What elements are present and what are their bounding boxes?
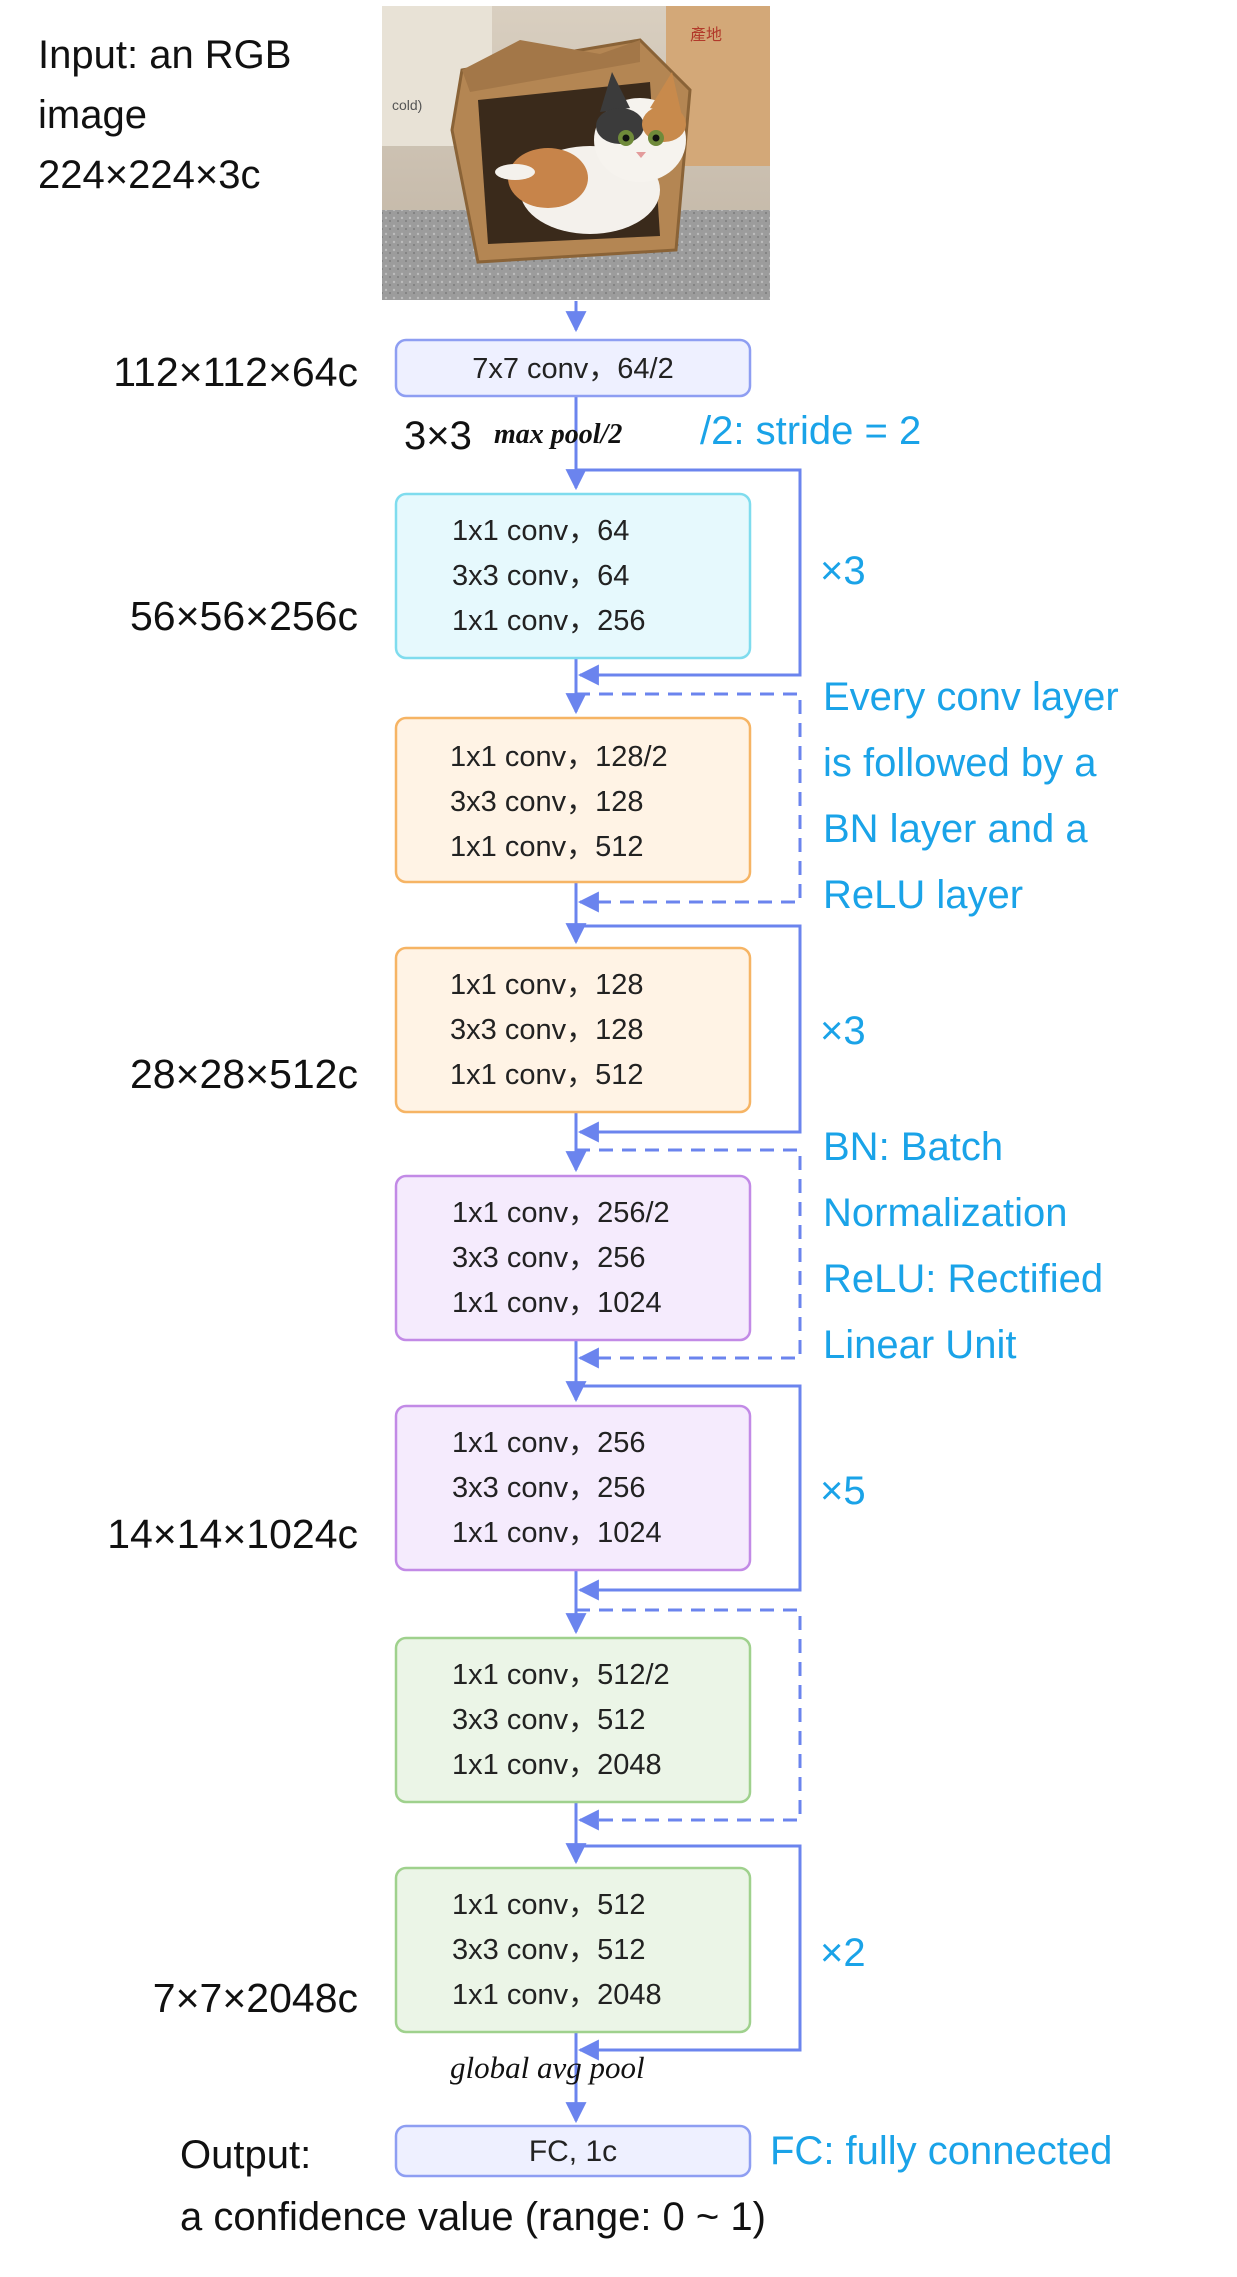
- block3a-layer3: 1x1 conv，1024: [452, 1287, 662, 1319]
- input-image: cold) 產地: [382, 6, 770, 300]
- abbr-note-line2: Normalization: [823, 1191, 1068, 1235]
- repeat-label-3: ×5: [820, 1469, 866, 1513]
- block3-box: [394, 1404, 752, 1572]
- block4-layer1: 1x1 conv，512: [452, 1889, 645, 1921]
- size-label-7: 7×7×2048c: [153, 1975, 358, 2021]
- block2a-layer1: 1x1 conv，128/2: [450, 741, 668, 773]
- conv1-box: [394, 338, 752, 398]
- block4a-layer3: 1x1 conv，2048: [452, 1749, 662, 1781]
- block2-layer3: 1x1 conv，512: [450, 1059, 643, 1091]
- output-description: a confidence value (range: 0 ~ 1): [180, 2195, 766, 2239]
- repeat-label-4: ×2: [820, 1931, 866, 1975]
- image-box-text: cold): [392, 97, 422, 113]
- global-avg-pool-label: global avg pool: [450, 2050, 645, 2085]
- conv1-label: 7x7 conv，64/2: [472, 353, 674, 385]
- projection-shortcuts: [576, 692, 802, 1831]
- block4a-box: [394, 1636, 752, 1804]
- block1-layer2: 3x3 conv，64: [452, 560, 629, 592]
- input-label-line2: image: [38, 93, 147, 137]
- bn-relu-note-line1: Every conv layer: [823, 675, 1119, 719]
- stride-note: /2: stride = 2: [700, 409, 921, 453]
- size-label-112: 112×112×64c: [113, 349, 358, 395]
- block2a-layer2: 3x3 conv，128: [450, 786, 643, 818]
- block2a-box: [394, 716, 752, 884]
- abbr-note-line4: Linear Unit: [823, 1323, 1016, 1367]
- image-box-text-red: 產地: [690, 26, 722, 44]
- block3a-layer2: 3x3 conv，256: [452, 1242, 645, 1274]
- repeat-label-1: ×3: [820, 549, 866, 593]
- input-label-line1: Input: an RGB: [38, 33, 291, 77]
- block4a-layer1: 1x1 conv，512/2: [452, 1659, 670, 1691]
- fc-note: FC: fully connected: [770, 2129, 1112, 2173]
- block4-box: [394, 1866, 752, 2034]
- abbr-note-line1: BN: Batch: [823, 1125, 1003, 1169]
- fc-label: FC, 1c: [529, 2135, 617, 2168]
- block1-box: [394, 492, 752, 660]
- abbr-note-line3: ReLU: Rectified: [823, 1257, 1103, 1301]
- fc-box: [394, 2124, 752, 2178]
- input-size-label: 224×224×3c: [38, 153, 260, 197]
- block4a-layer2: 3x3 conv，512: [452, 1704, 645, 1736]
- block3a-box: [394, 1174, 752, 1342]
- block4-layer2: 3x3 conv，512: [452, 1934, 645, 1966]
- bn-relu-note-line4: ReLU layer: [823, 873, 1023, 917]
- block2-layer1: 1x1 conv，128: [450, 969, 643, 1001]
- block3-layer2: 3x3 conv，256: [452, 1472, 645, 1504]
- block3a-layer1: 1x1 conv，256/2: [452, 1197, 670, 1229]
- skip-connections: [576, 468, 802, 2061]
- output-label: Output:: [180, 2133, 311, 2177]
- block2a-layer3: 1x1 conv，512: [450, 831, 643, 863]
- repeat-label-2: ×3: [820, 1009, 866, 1053]
- size-label-14: 14×14×1024c: [107, 1511, 358, 1557]
- block3-layer3: 1x1 conv，1024: [452, 1517, 662, 1549]
- bn-relu-note-line2: is followed by a: [823, 741, 1097, 785]
- block1-layer3: 1x1 conv，256: [452, 605, 645, 637]
- block1-layer1: 1x1 conv，64: [452, 515, 629, 547]
- bn-relu-note-line3: BN layer and a: [823, 807, 1088, 851]
- size-label-56: 56×56×256c: [130, 593, 358, 639]
- size-label-28: 28×28×512c: [130, 1051, 358, 1097]
- block2-layer2: 3x3 conv，128: [450, 1014, 643, 1046]
- block2-box: [394, 946, 752, 1114]
- block4-layer3: 1x1 conv，2048: [452, 1979, 662, 2011]
- max-pool-label: max pool/2: [494, 419, 622, 450]
- pool-size-label: 3×3: [404, 414, 472, 458]
- block3-layer1: 1x1 conv，256: [452, 1427, 645, 1459]
